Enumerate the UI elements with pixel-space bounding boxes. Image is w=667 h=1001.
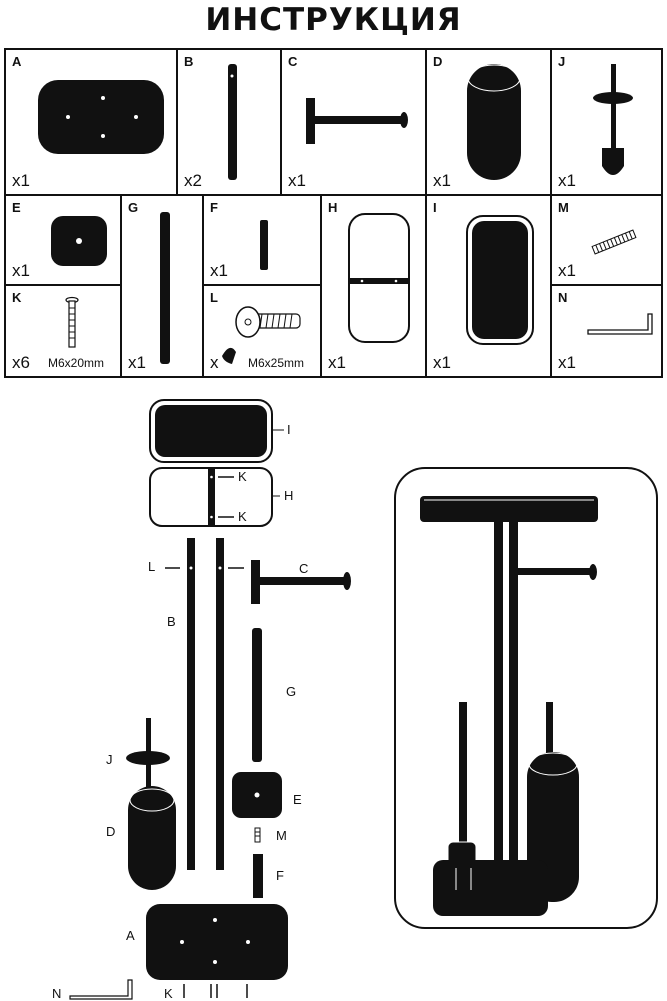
assembly-diagram [69,399,658,1000]
label-k-3: K [164,986,173,1001]
part-cell-g: G x1 [120,194,204,378]
part-qty: x1 [433,353,451,372]
short-rod-icon [260,220,268,270]
label-h: H [284,488,294,503]
label-a: A [126,928,135,943]
label-l: L [148,559,156,574]
part-letter: B [184,54,194,69]
paper-holder-arm-icon [306,98,408,144]
part-letter: D [433,54,443,69]
part-cell-l: L x M6x25mm [202,284,322,378]
label-n: N [52,986,62,1001]
threaded-stud-icon [591,229,637,255]
part-qty: x1 [558,261,576,280]
label-i: I [287,422,291,437]
base-plate-icon [38,80,164,154]
label-e: E [293,792,302,807]
part-qty: x1 [210,261,228,280]
part-cell-c: C x1 [280,48,427,196]
rod-b-2 [216,538,224,870]
part-qty: x [210,353,219,372]
part-qty: x1 [12,171,30,190]
label-g: G [286,684,297,699]
part-qty: x1 [558,353,576,372]
arm-c [251,560,260,604]
label-k-2: K [238,509,247,524]
part-letter: I [433,200,437,215]
part-cell-a: A x1 [4,48,178,196]
part-qty: x6 [12,353,30,372]
brush-container-icon [467,64,521,180]
toilet-brush-icon [593,64,633,175]
part-qty: x1 [328,353,346,372]
part-letter: M [558,200,569,215]
part-cell-i: I x1 [425,194,552,378]
rod-b-1 [187,538,195,870]
square-bracket-icon [51,216,107,266]
bolt-icon [65,296,79,348]
part-letter: N [558,290,568,305]
label-b: B [167,614,176,629]
part-letter: H [328,200,338,215]
assembled-view [394,467,658,929]
part-cell-k: K x6 M6x20mm [4,284,122,378]
hex-key-icon [587,313,653,335]
label-f: F [276,868,284,883]
label-j: J [106,752,113,767]
part-cell-d: D x1 [425,48,552,196]
part-letter: C [288,54,298,69]
part-cell-m: M x1 [550,194,663,286]
part-letter: K [12,290,22,305]
long-rod-icon [160,212,170,364]
part-qty: x1 [128,353,146,372]
part-qty: x1 [288,171,306,190]
container-d [128,786,176,890]
screw-size: M6x25mm [248,356,305,370]
part-cell-n: N x1 [550,284,663,378]
label-k-1: K [238,469,247,484]
hex-key-n [69,979,133,1000]
part-letter: A [12,54,22,69]
rod-f [253,854,263,898]
part-cell-f: F x1 [202,194,322,286]
label-d: D [106,824,116,839]
screw-and-wrench-icon [222,306,301,364]
exploded-view [69,399,351,1000]
part-letter: E [12,200,21,215]
part-qty: x2 [184,171,202,190]
part-letter: F [210,200,218,215]
rod-g [252,628,262,762]
rod-icon [228,64,237,180]
part-cell-j: J x1 [550,48,663,196]
part-letter: L [210,290,218,305]
bolt-size: M6x20mm [48,356,105,370]
base-a [146,904,288,980]
part-qty: x1 [558,171,576,190]
part-letter: J [558,54,566,69]
part-letter: G [128,200,139,215]
top-shelf-icon [466,215,534,345]
part-cell-b: B x2 [176,48,282,196]
label-c: C [299,561,309,576]
label-m: M [276,828,287,843]
part-cell-e: E x1 [4,194,122,286]
part-cell-h: H x1 [320,194,427,378]
part-qty: x1 [12,261,30,280]
top-frame-icon [348,213,410,343]
part-qty: x1 [433,171,451,190]
page-title: ИНСТРУКЦИЯ [205,2,462,38]
stud-m [254,827,261,843]
